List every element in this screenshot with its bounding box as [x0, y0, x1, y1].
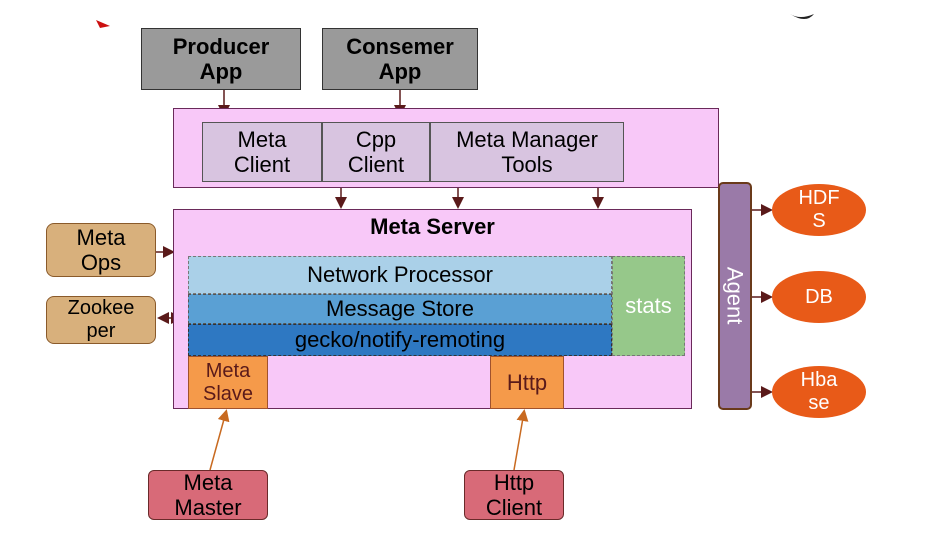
hbase-ellipse: Hba se: [772, 366, 866, 418]
message-store-layer: Message Store: [188, 294, 612, 324]
meta-ops-box: Meta Ops: [46, 223, 156, 277]
meta-slave-box: Meta Slave: [188, 356, 268, 409]
agent-box: Agent: [718, 182, 752, 410]
http-box: Http: [490, 356, 564, 409]
stats-box: stats: [612, 256, 685, 356]
arrow-httpclient-to-http: [513, 409, 529, 471]
cpp-client-box: Cpp Client: [322, 122, 430, 182]
zookeeper-box: Zookee per: [46, 296, 156, 344]
hdfs-ellipse: HDF S: [772, 184, 866, 236]
decor-mark-right: [790, 14, 814, 19]
network-processor-layer: Network Processor: [188, 256, 612, 294]
decor-mark-left: [96, 20, 110, 28]
arrow-master-to-slave: [209, 409, 230, 471]
producer-app-box: Producer App: [141, 28, 301, 90]
agent-label: Agent: [722, 267, 748, 325]
meta-master-box: Meta Master: [148, 470, 268, 520]
consumer-app-box: Consemer App: [322, 28, 478, 90]
meta-client-box: Meta Client: [202, 122, 322, 182]
meta-server-title: Meta Server: [370, 214, 495, 240]
remoting-layer: gecko/notify-remoting: [188, 324, 612, 356]
http-client-box: Http Client: [464, 470, 564, 520]
db-ellipse: DB: [772, 271, 866, 323]
meta-manager-tools-box: Meta Manager Tools: [430, 122, 624, 182]
